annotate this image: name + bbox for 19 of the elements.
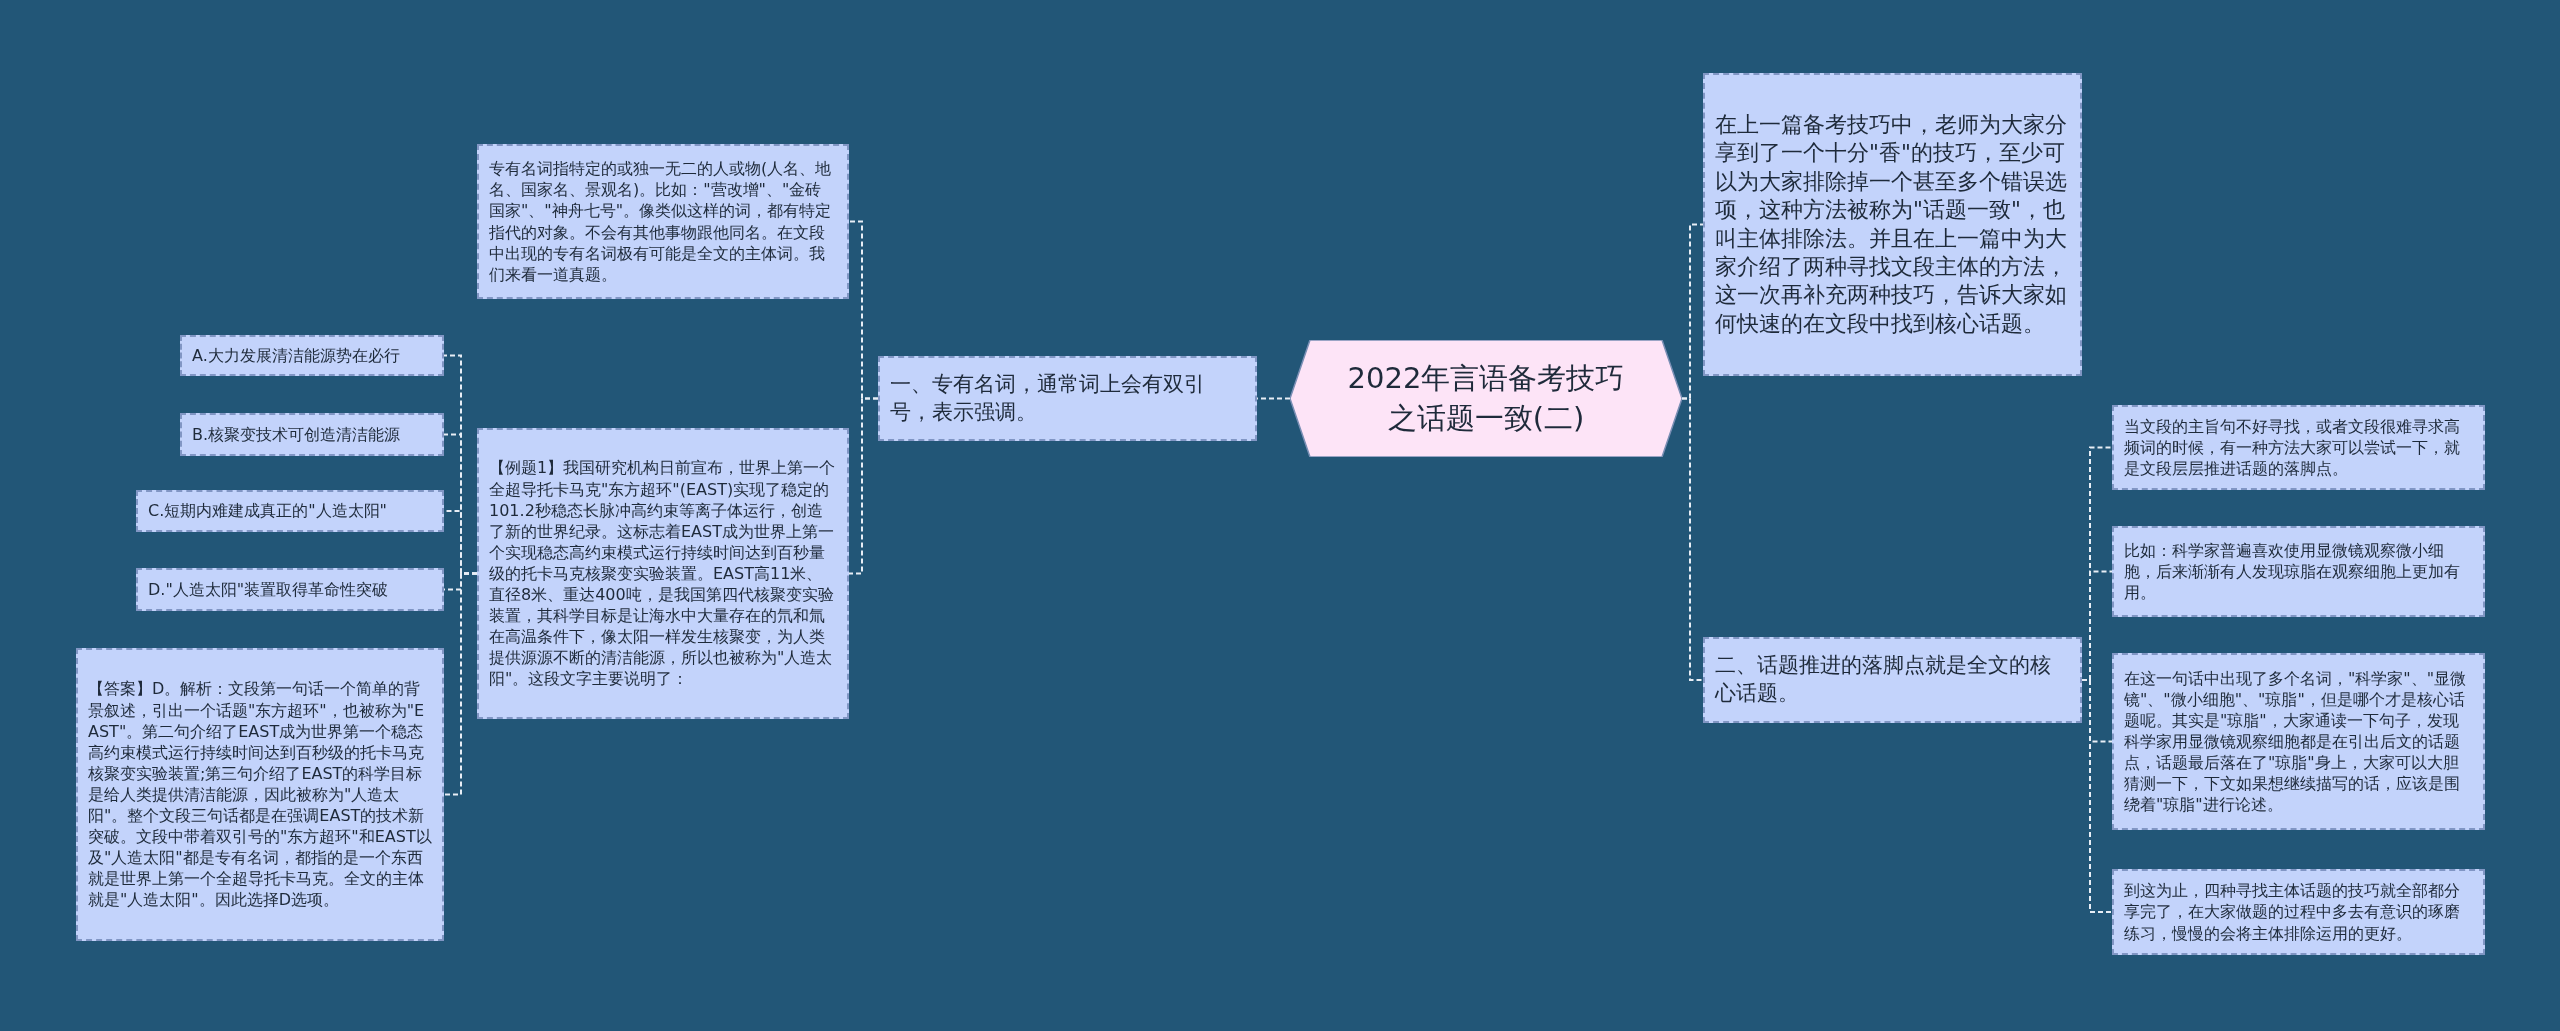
topic-box: A.大力发展清洁能源势在必行 (180, 335, 444, 376)
connector-line (443, 572, 478, 796)
topic-box: D."人造太阳"装置取得革命性突破 (136, 568, 444, 611)
topic-box: 二、话题推进的落脚点就是全文的核心话题。 (1703, 637, 2082, 723)
topic-box: 【例题1】我国研究机构日前宣布，世界上第一个全超导托卡马克"东方超环"(EAST)实现了稳定的101.2秒稳态长脉冲高约束等离子体运行，创造了新的世界纪录。这标志着EAST成为世界上第一个实现稳态高约束模式运行持续时间达到百秒量级的托卡马克核聚变实验装置。EAST高11米、直径8米、重达400吨，是我国第四代核聚变实验装置，其科学目标是让海水中大量存在的氘和氚在高温条件下，像太阳一样发生核聚变，为人类提供源源不断的清洁能源，所以也被称为"人造太阳"。这段文字主要说明了： (477, 428, 849, 719)
central-topic: 2022年言语备考技巧之话题一致(二) (1290, 340, 1682, 457)
connector-line (2081, 679, 2113, 913)
topic-box: 到这为止，四种寻找主体话题的技巧就全部都分享完了，在大家做题的过程中多去有意识的琢磨练习，慢慢的会将主体排除运用的更好。 (2112, 869, 2485, 955)
topic-box: 专有名词指特定的或独一无二的人或物(人名、地名、国家名、景观名)。比如："营改增"、"金砖国家"、"神舟七号"。像类似这样的词，都有特定指代的对象。不会有其他事物跟他同名。在文段中出现的专有名词极有可能是全文的主体词。我们来看一道真题。 (477, 144, 849, 299)
topic-box: 在上一篇备考技巧中，老师为大家分享到了一个十分"香"的技巧，至少可以为大家排除掉一个甚至多个错误选项，这种方法被称为"话题一致"，也叫主体排除法。并且在上一篇中为大家介绍了两种寻找文段主体的方法，这一次再补充两种技巧，告诉大家如何快速的在文段中找到核心话题。 (1703, 73, 2082, 376)
topic-box: 一、专有名词，通常词上会有双引号，表示强调。 (878, 356, 1257, 441)
connector-line (848, 397, 879, 575)
topic-box: 【答案】D。解析：文段第一句话一个简单的背景叙述，引出一个话题"东方超环"，也被称为"EAST"。第二句介绍了EAST成为世界第一个稳态高约束模式运行持续时间达到百秒级的托卡马克核聚变实验装置;第三句介绍了EAST的科学目标是给人类提供清洁能源，因此被称为"人造太阳"。整个文段三句话都是在强调EAST的技术新突破。文段中带着双引号的"东方超环"和EAST以及"人造太阳"都是专有名词，都指的是一个东西就是世界上第一个全超导托卡马克。全文的主体就是"人造太阳"。因此选择D选项。 (76, 648, 444, 941)
topic-box: 当文段的主旨句不好寻找，或者文段很难寻求高频词的时候，有一种方法大家可以尝试一下，就是文段层层推进话题的落脚点。 (2112, 405, 2485, 490)
topic-box: C.短期内难建成真正的"人造太阳" (136, 490, 444, 532)
connector-line (1681, 397, 1704, 681)
topic-box: 在这一句话中出现了多个名词，"科学家"、"显微镜"、"微小细胞"、"琼脂"，但是哪个才是核心话题呢。其实是"琼脂"，大家通读一下句子，发现科学家用显微镜观察细胞都是在引出后文的话题点，话题最后落在了"琼脂"身上，大家可以大胆猜测一下，下文如果想继续描写的话，应该是围绕着"琼脂"进行论述。 (2112, 653, 2485, 830)
topic-box: B.核聚变技术可创造清洁能源 (180, 413, 444, 456)
topic-box: 比如：科学家普遍喜欢使用显微镜观察微小细胞，后来渐渐有人发现琼脂在观察细胞上更加有用。 (2112, 526, 2485, 617)
